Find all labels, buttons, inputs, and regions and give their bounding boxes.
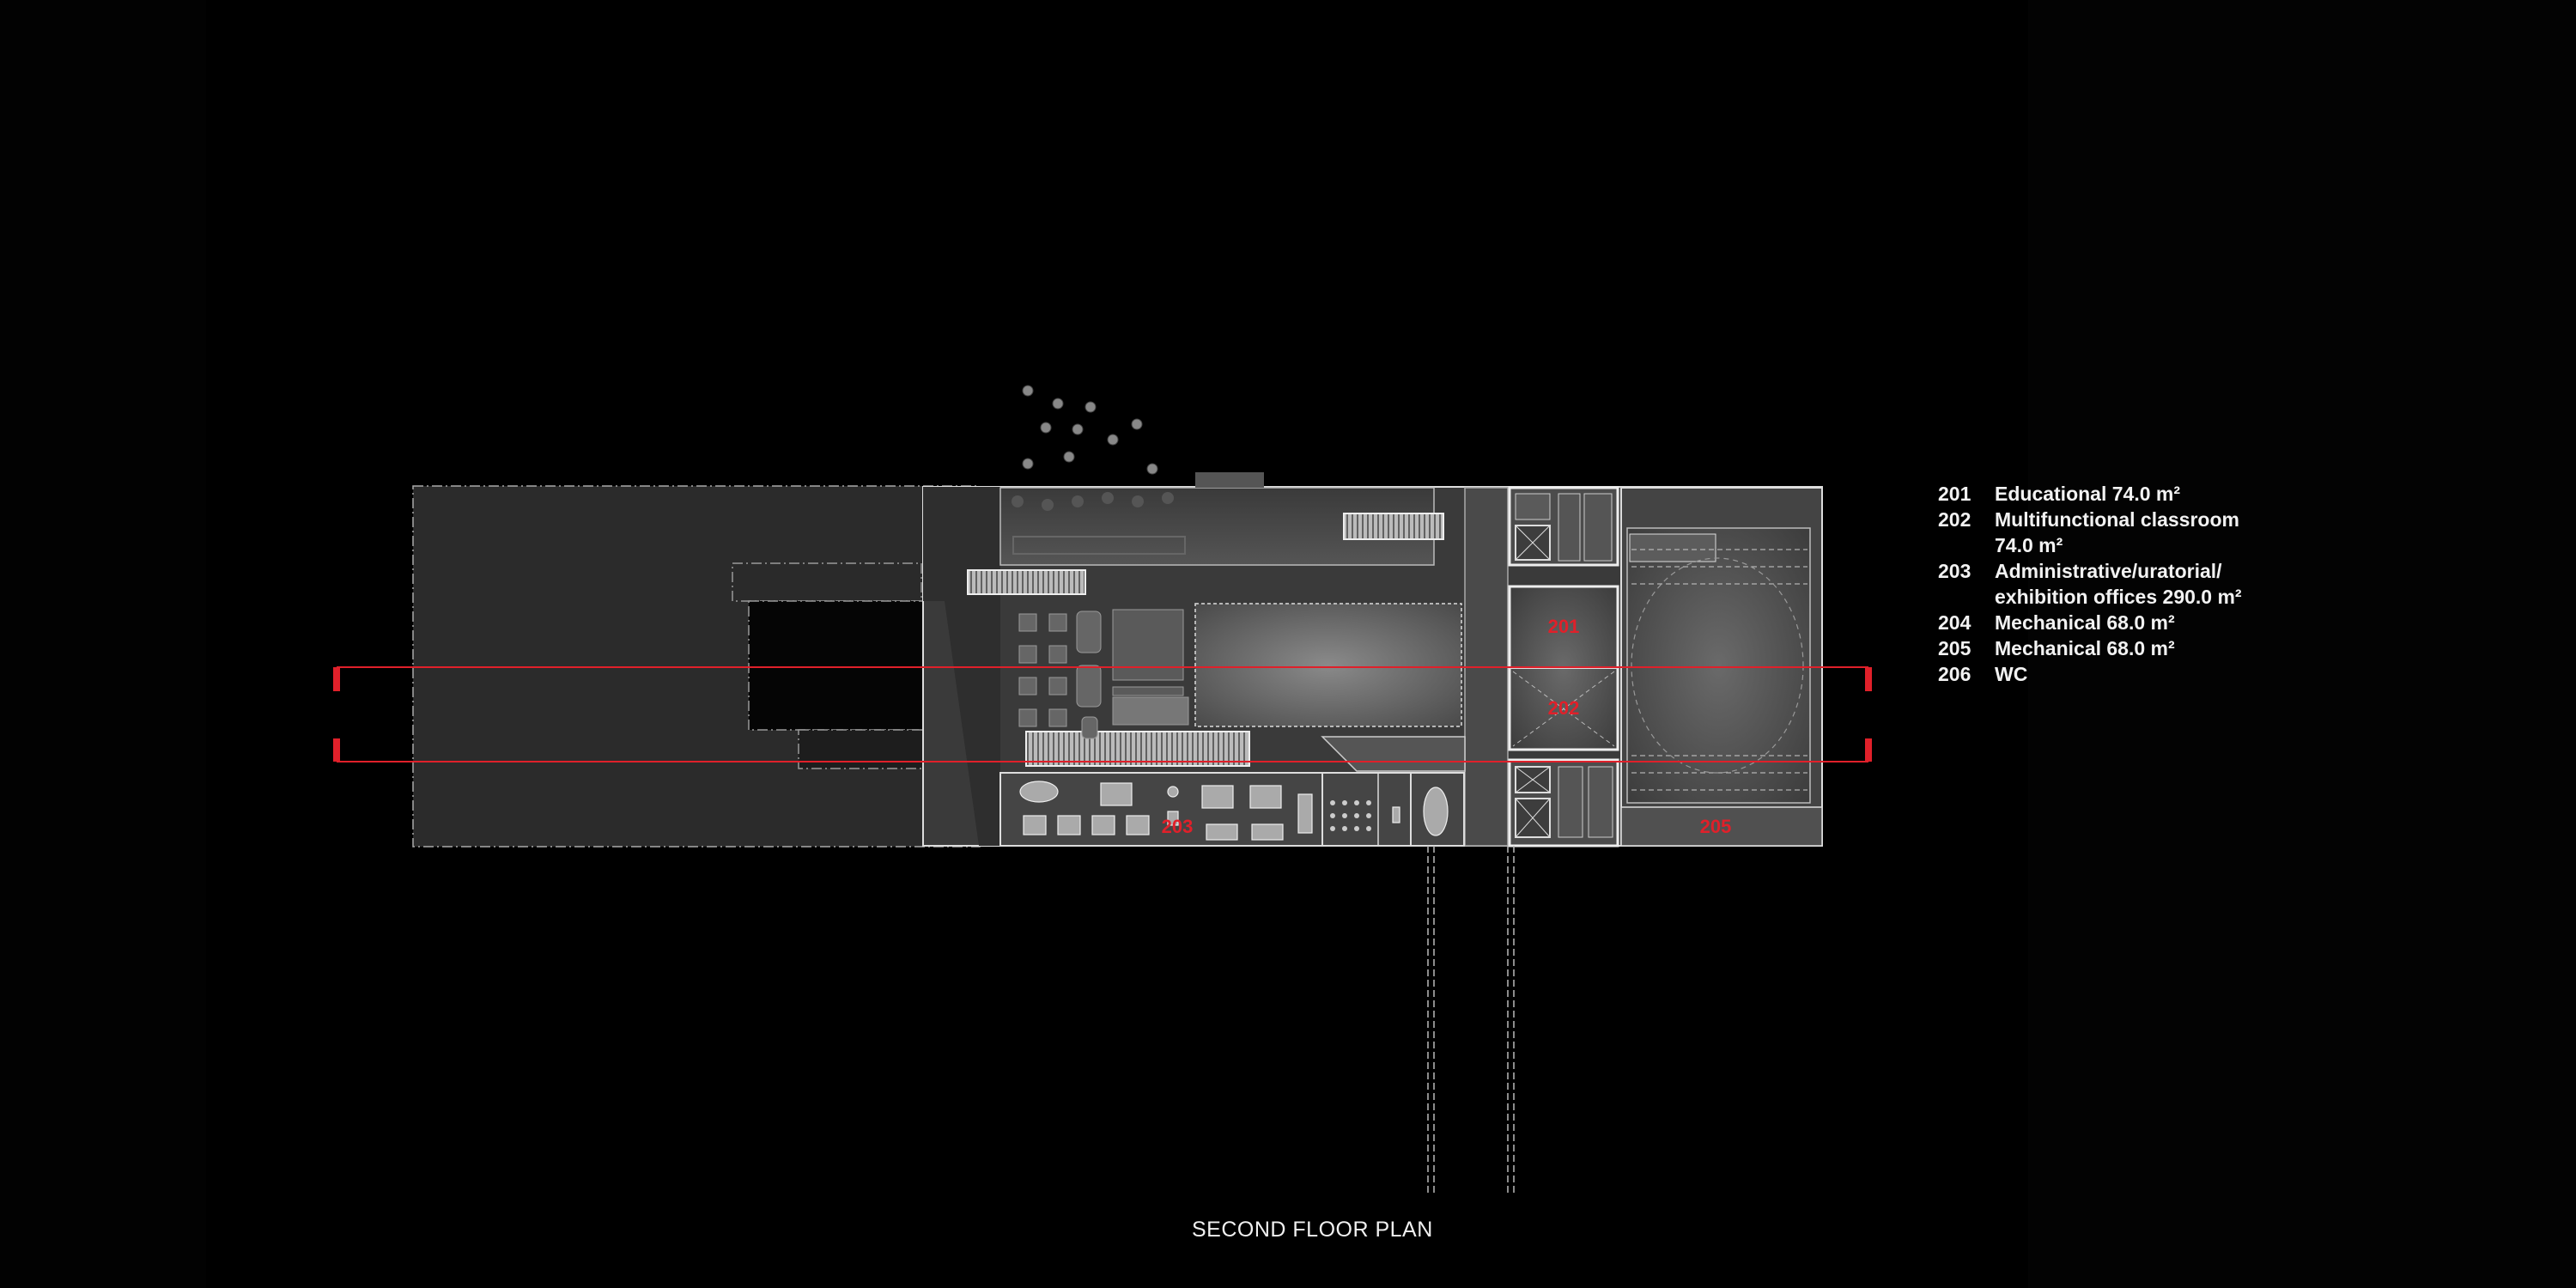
room-label-201: 201: [1548, 616, 1580, 637]
legend-item: 203 Administrative/uratorial/ exhibition…: [1938, 558, 2304, 610]
legend-number: 204: [1938, 611, 1971, 634]
room-legend: 201 Educational 74.0 m² 202 Multifunctio…: [1938, 481, 2304, 687]
legend-number: 202: [1938, 508, 1971, 531]
drawing-title: SECOND FLOOR PLAN: [1192, 1218, 1433, 1242]
legend-item: 206 WC: [1938, 661, 2304, 687]
legend-number: 203: [1938, 560, 1971, 582]
legend-number: 206: [1938, 663, 1971, 685]
exhibition-hall: [1194, 603, 1462, 727]
right-background-band: [2028, 0, 2576, 1288]
top-band-tables: [1012, 492, 1174, 511]
exterior-trees: [1022, 385, 1264, 488]
legend-description: Educational 74.0 m²: [1995, 483, 2181, 505]
stair-core-north: [1508, 486, 1619, 567]
left-background-band: [0, 0, 206, 1288]
legend-item: 205 Mechanical 68.0 m²: [1938, 635, 2304, 661]
legend-description: Administrative/uratorial/ exhibition off…: [1995, 560, 2242, 608]
legend-number: 205: [1938, 637, 1971, 659]
dashed-column-lines: [1427, 846, 1515, 1194]
room-label-205: 205: [1700, 816, 1732, 837]
legend-number: 201: [1938, 483, 1971, 505]
stair-core-south: [1508, 758, 1619, 848]
legend-item: 201 Educational 74.0 m²: [1938, 481, 2304, 507]
legend-description: Mechanical 68.0 m²: [1995, 611, 2175, 634]
room-label-202: 202: [1548, 697, 1580, 719]
legend-description: Mechanical 68.0 m²: [1995, 637, 2175, 659]
room-label-203: 203: [1162, 816, 1194, 837]
lounge-furniture: [1018, 609, 1189, 739]
legend-item: 202 Multifunctional classroom 74.0 m²: [1938, 507, 2304, 558]
escalators: [967, 513, 1444, 767]
legend-description: WC: [1995, 663, 2028, 685]
legend-item: 204 Mechanical 68.0 m²: [1938, 610, 2304, 635]
office-strip: [999, 772, 1465, 847]
legend-description: Multifunctional classroom 74.0 m²: [1995, 508, 2239, 556]
section-cut-marker: [333, 666, 1872, 762]
